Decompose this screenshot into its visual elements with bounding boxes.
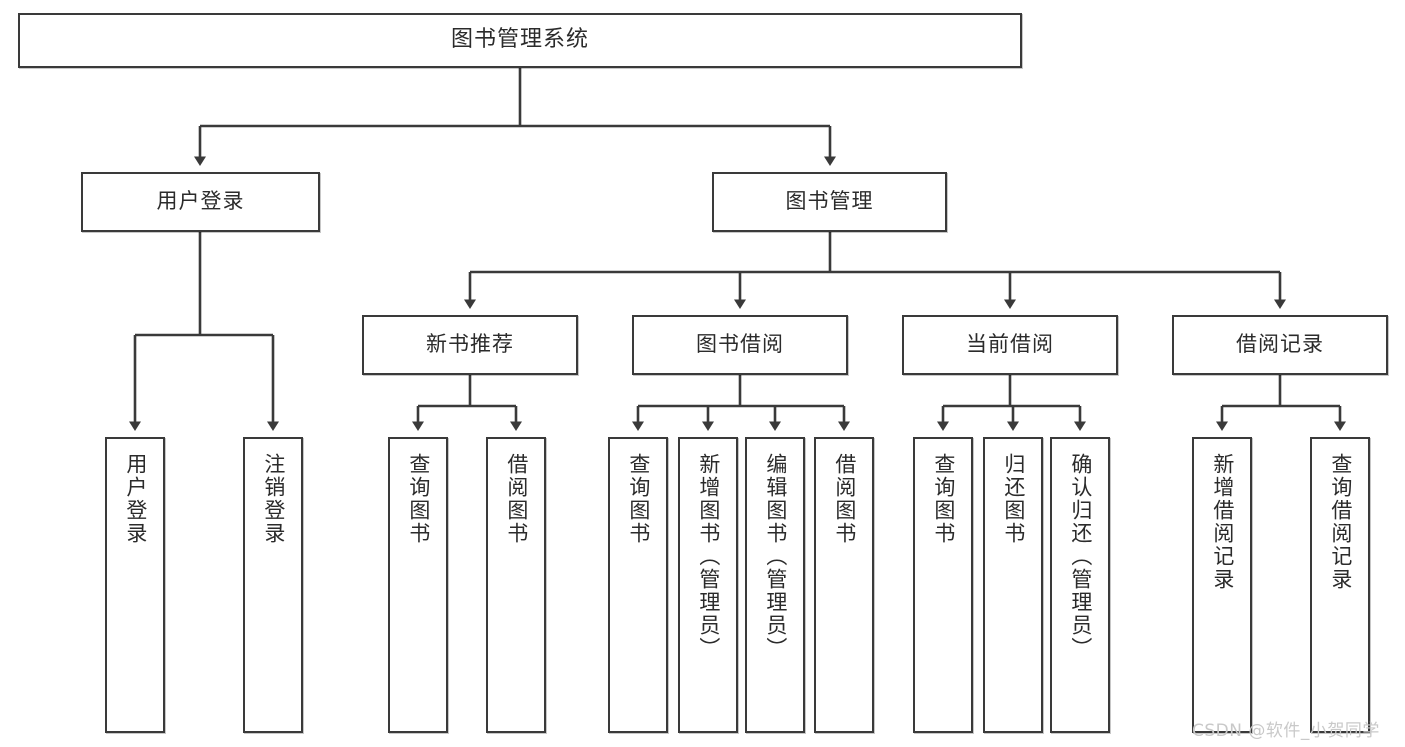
leaf-label: 查询借阅记录 (1328, 453, 1353, 591)
node-new-book-recommend[interactable]: 新书推荐 (362, 315, 578, 375)
leaf-borrow-book-recommend[interactable]: 借阅图书 (486, 437, 546, 733)
leaf-edit-book-admin[interactable]: 编辑图书（管理员） (745, 437, 805, 733)
leaf-query-book-current[interactable]: 查询图书 (913, 437, 973, 733)
node-book-management-label: 图书管理 (785, 189, 874, 214)
leaf-query-borrow-record[interactable]: 查询借阅记录 (1310, 437, 1370, 733)
leaf-label: 新增图书（管理员） (696, 453, 721, 660)
node-book-management[interactable]: 图书管理 (712, 172, 947, 232)
node-borrow-record[interactable]: 借阅记录 (1172, 315, 1388, 375)
leaf-label: 注销登录 (261, 453, 286, 545)
leaf-confirm-return-admin[interactable]: 确认归还（管理员） (1050, 437, 1110, 733)
leaf-label: 查询图书 (626, 453, 651, 545)
leaf-user-login[interactable]: 用户登录 (105, 437, 165, 733)
leaf-label: 用户登录 (123, 453, 148, 545)
leaf-label: 编辑图书（管理员） (763, 453, 788, 660)
leaf-label: 确认归还（管理员） (1068, 453, 1093, 660)
leaf-query-book-recommend[interactable]: 查询图书 (388, 437, 448, 733)
leaf-return-book[interactable]: 归还图书 (983, 437, 1043, 733)
node-current-borrow-label: 当前借阅 (966, 332, 1054, 357)
node-root[interactable]: 图书管理系统 (18, 13, 1022, 68)
leaf-label: 借阅图书 (832, 453, 857, 545)
leaf-label: 借阅图书 (504, 453, 529, 545)
leaf-borrow-book[interactable]: 借阅图书 (814, 437, 874, 733)
node-borrow-record-label: 借阅记录 (1236, 332, 1324, 357)
node-book-borrow[interactable]: 图书借阅 (632, 315, 848, 375)
leaf-label: 查询图书 (406, 453, 431, 545)
node-current-borrow[interactable]: 当前借阅 (902, 315, 1118, 375)
leaf-label: 查询图书 (931, 453, 956, 545)
leaf-user-logout[interactable]: 注销登录 (243, 437, 303, 733)
node-user-login[interactable]: 用户登录 (81, 172, 320, 232)
leaf-label: 新增借阅记录 (1210, 453, 1235, 591)
csdn-watermark: CSDN @软件_小贺同学 (1192, 721, 1380, 741)
node-root-label: 图书管理系统 (450, 27, 589, 53)
leaf-label: 归还图书 (1001, 453, 1026, 545)
node-book-borrow-label: 图书借阅 (696, 332, 784, 357)
node-user-login-label: 用户登录 (156, 189, 245, 214)
leaf-add-borrow-record[interactable]: 新增借阅记录 (1192, 437, 1252, 733)
leaf-add-book-admin[interactable]: 新增图书（管理员） (678, 437, 738, 733)
leaf-query-book-borrow[interactable]: 查询图书 (608, 437, 668, 733)
node-new-book-recommend-label: 新书推荐 (426, 332, 514, 357)
